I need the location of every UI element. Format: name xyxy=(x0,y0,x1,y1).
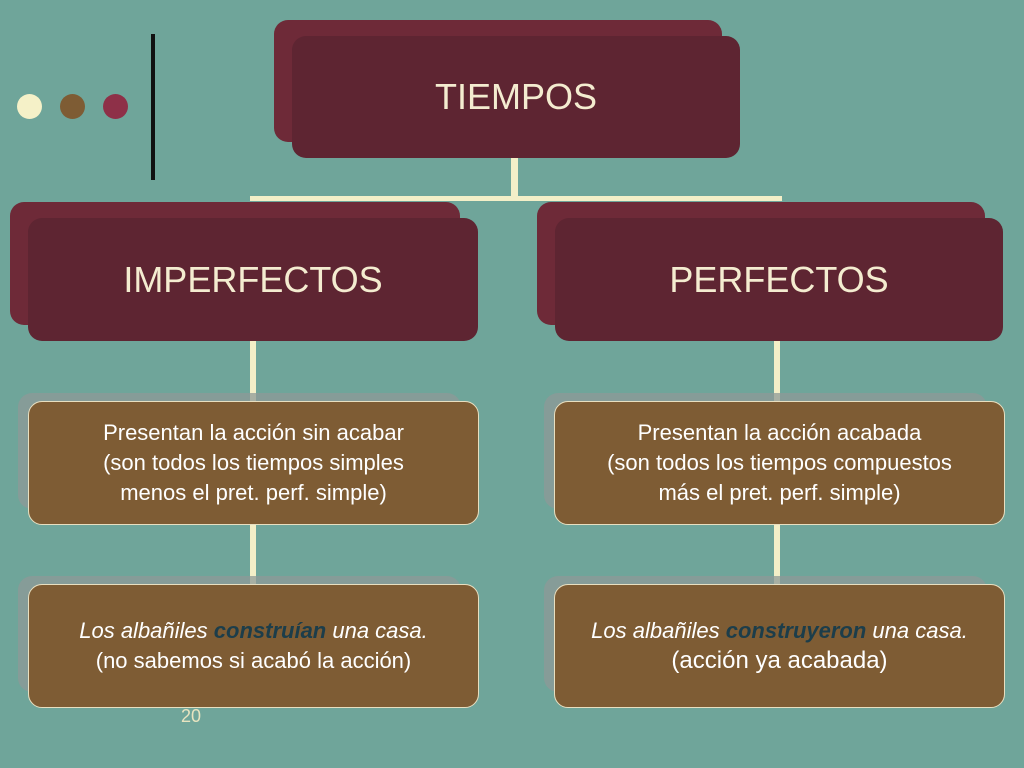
imperfectos-example-verb: construían xyxy=(213,618,327,643)
imperfectos-example-sentence: Los albañiles construían una casa. xyxy=(79,616,428,646)
perfectos-example-after: una casa. xyxy=(866,618,968,643)
perfectos-example-note: (acción ya acabada) xyxy=(671,647,888,674)
slide-number: 20 xyxy=(181,706,202,726)
decor-dot-red xyxy=(103,94,128,119)
imperfectos-example-note: (no sabemos si acabó la acción) xyxy=(95,648,412,673)
root-title: TIEMPOS xyxy=(434,76,598,117)
perfectos-node: PERFECTOS xyxy=(537,202,1003,341)
imperfectos-example: Los albañiles construían una casa. (no s… xyxy=(28,584,479,708)
imperfectos-title: IMPERFECTOS xyxy=(123,258,383,300)
connector-left-stem-2 xyxy=(250,522,256,586)
imperfectos-example-before: Los albañiles xyxy=(79,618,214,643)
imperfectos-description: Presentan la acción sin acabar (son todo… xyxy=(28,401,479,525)
perfectos-example: Los albañiles construyeron una casa. (ac… xyxy=(554,584,1005,708)
decor-dot-cream xyxy=(17,94,42,119)
perfectos-description-box: Presentan la acción acabada (son todos l… xyxy=(544,393,1005,525)
perfectos-node-front: PERFECTOS xyxy=(555,218,1003,341)
perfectos-example-box: Los albañiles construyeron una casa. (ac… xyxy=(544,576,1005,708)
root-node-front: TIEMPOS xyxy=(292,36,740,158)
perfectos-description: Presentan la acción acabada (son todos l… xyxy=(554,401,1005,525)
connector-left-stem-1 xyxy=(250,338,256,404)
imperfectos-node-front: IMPERFECTOS xyxy=(28,218,478,341)
root-node: TIEMPOS xyxy=(274,20,740,158)
imperfectos-description-line-1: Presentan la acción sin acabar xyxy=(103,420,404,445)
decor-dot-brown xyxy=(60,94,85,119)
perfectos-example-sentence: Los albañiles construyeron una casa. xyxy=(591,616,968,646)
perfectos-example-before: Los albañiles xyxy=(591,618,726,643)
perfectos-description-line-1: Presentan la acción acabada xyxy=(637,420,922,445)
perfectos-description-line-3: más el pret. perf. simple) xyxy=(658,480,901,505)
connector-right-stem-2 xyxy=(774,522,780,586)
imperfectos-description-box: Presentan la acción sin acabar (son todo… xyxy=(18,393,479,525)
imperfectos-node: IMPERFECTOS xyxy=(10,202,478,341)
imperfectos-description-line-3: menos el pret. perf. simple) xyxy=(120,480,387,505)
imperfectos-example-after: una casa. xyxy=(326,618,428,643)
connector-horizontal xyxy=(250,196,782,201)
perfectos-example-verb: construyeron xyxy=(725,618,867,643)
decor-vertical-bar xyxy=(151,34,155,180)
perfectos-description-line-2: (son todos los tiempos compuestos xyxy=(607,450,952,475)
perfectos-title: PERFECTOS xyxy=(669,258,889,300)
connector-right-stem-1 xyxy=(774,338,780,404)
connector-root-stem xyxy=(511,156,518,198)
imperfectos-description-line-2: (son todos los tiempos simples xyxy=(103,450,404,475)
imperfectos-example-box: Los albañiles construían una casa. (no s… xyxy=(18,576,479,708)
